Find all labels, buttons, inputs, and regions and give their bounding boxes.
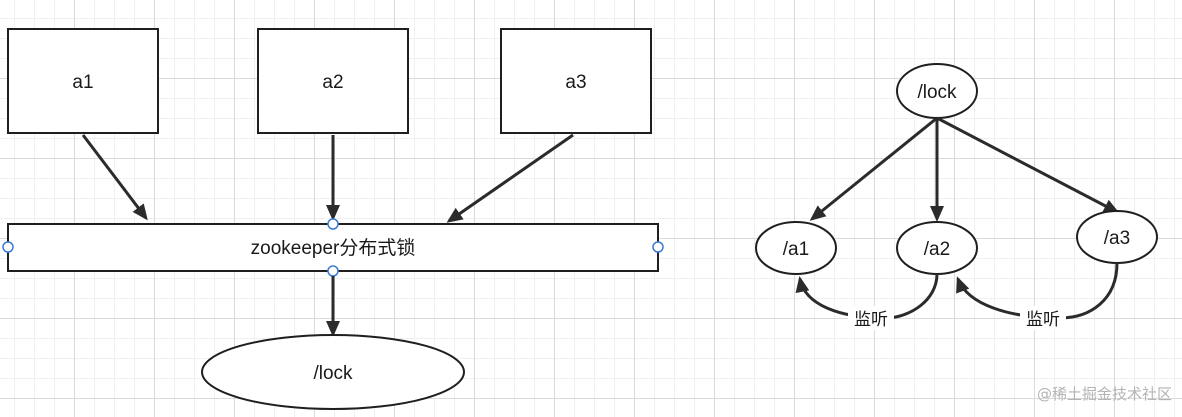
watch-label-bg-2 xyxy=(1020,306,1066,330)
client-label-a1: a1 xyxy=(72,72,93,93)
child-a1-ellipse[interactable] xyxy=(755,221,837,275)
child-a2-label: /a2 xyxy=(924,239,950,260)
lock-node-label: /lock xyxy=(313,363,353,384)
client-label-a3: a3 xyxy=(565,72,586,93)
lock-service-label: zookeeper分布式锁 xyxy=(251,237,416,259)
connection-handle-left[interactable] xyxy=(2,241,14,253)
client-box-a2[interactable] xyxy=(257,28,409,134)
client-box-a3[interactable] xyxy=(500,28,652,134)
child-a3-label: /a3 xyxy=(1104,228,1130,249)
client-label-a2: a2 xyxy=(322,72,343,93)
client-box-a1[interactable] xyxy=(7,28,159,134)
watch-label-bg-1 xyxy=(848,306,894,330)
watch-label-1: 监听 xyxy=(854,310,888,330)
left-diagram: a1 a2 a3 zookeeper分布式锁 /lock xyxy=(2,28,664,410)
edge-a3-to-lock-service xyxy=(446,133,574,223)
right-diagram: /lock /a1 /a2 /a3 监听 监听 xyxy=(755,63,1158,330)
edge-root-to-a1 xyxy=(809,116,938,221)
connection-handle-bottom[interactable] xyxy=(327,265,339,277)
edge-a1-to-lock-service xyxy=(81,134,148,221)
lock-node-ellipse[interactable] xyxy=(201,334,465,410)
watermark: @稀土掘金技术社区 xyxy=(1037,385,1172,403)
watch-label-2: 监听 xyxy=(1026,310,1060,330)
connection-handle-right[interactable] xyxy=(652,241,664,253)
connection-handle-top[interactable] xyxy=(327,218,339,230)
child-a1-label: /a1 xyxy=(783,239,809,260)
root-lock-label: /lock xyxy=(917,82,957,103)
edge-root-to-a3 xyxy=(936,116,1120,214)
